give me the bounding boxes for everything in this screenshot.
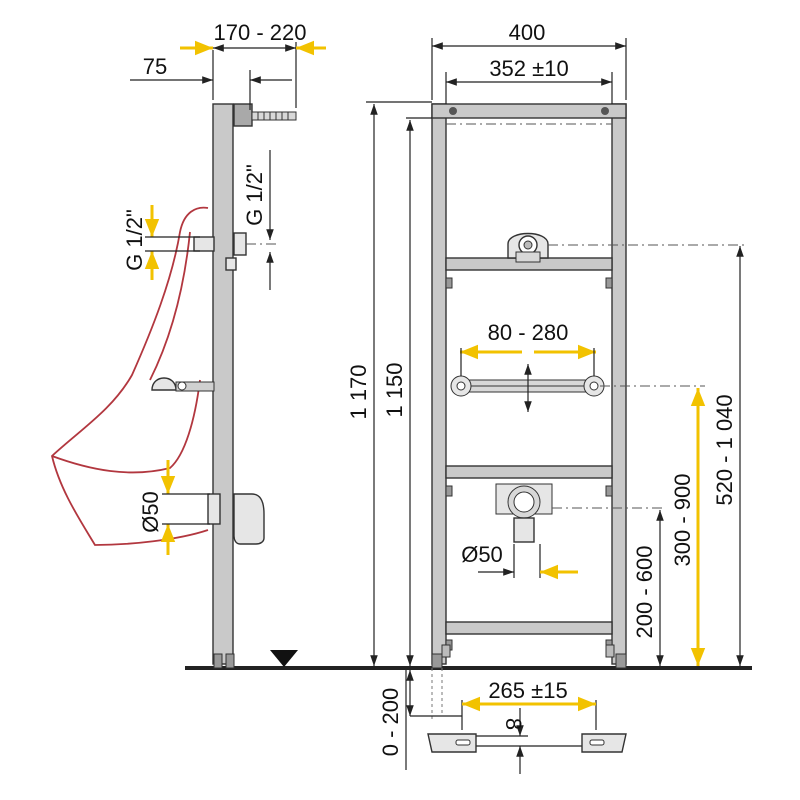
height-1170-label: 1 170	[346, 364, 371, 419]
foot-range-label: 0 - 200	[378, 688, 403, 757]
side-view: 170 - 220 75 G 1/2" G 1/2"	[51, 20, 326, 669]
height-520-1040-label: 520 - 1 040	[712, 394, 737, 505]
dimension-height-200-600: 200 - 600	[632, 509, 664, 666]
front-rail-bottom	[445, 621, 613, 635]
floor-level-marker-icon	[270, 650, 298, 667]
front-right-post	[611, 103, 627, 665]
foot-8-label: 8	[501, 718, 526, 730]
height-300-900-label: 300 - 900	[670, 474, 695, 567]
front-top-rail	[431, 103, 627, 119]
water-inlet-connector-icon	[193, 232, 280, 271]
dimension-75: 75	[130, 54, 292, 110]
side-foot	[225, 653, 235, 669]
dimension-height-1150: 1 150	[382, 117, 432, 666]
thread-top-label: G 1/2"	[242, 164, 267, 226]
urinal-outline	[51, 206, 209, 546]
dimension-thread-side: G 1/2"	[122, 205, 200, 280]
dimension-span-80-280: 80 - 280	[460, 320, 596, 412]
height-1150-label: 1 150	[382, 362, 407, 417]
outlet-side-label: Ø50	[138, 491, 163, 533]
floor-line	[185, 650, 752, 670]
front-rail-lower	[445, 465, 613, 479]
offset-75-label: 75	[143, 54, 167, 79]
foot-spacing-label: 265 ±15	[488, 678, 567, 703]
drain-outlet-front-icon	[495, 483, 665, 543]
dimension-thread-top: G 1/2"	[242, 150, 274, 290]
front-left-post	[431, 103, 447, 665]
side-foot	[213, 653, 223, 669]
flush-valve-icon	[151, 377, 215, 392]
dimension-height-1170: 1 170	[346, 101, 432, 666]
foot-plate-left-icon	[427, 733, 477, 753]
side-top-bracket	[233, 103, 253, 127]
dimension-depth-range: 170 - 220	[180, 20, 326, 108]
dimension-height-520-1040: 520 - 1 040	[712, 246, 744, 666]
drain-outlet-side-icon	[207, 493, 265, 545]
foot-plate-right-icon	[581, 733, 627, 753]
dimension-outlet-side: Ø50	[138, 460, 210, 555]
dimension-width-352: 352 ±10	[445, 56, 613, 104]
side-frame-post	[212, 103, 234, 665]
outlet-front-label: Ø50	[461, 542, 503, 567]
height-200-600-label: 200 - 600	[632, 546, 657, 639]
water-inlet-front-icon	[507, 232, 745, 263]
wall-anchor-bolt-icon	[251, 111, 297, 121]
dimension-outlet-front: Ø50	[461, 542, 578, 580]
foot-detail: 0 - 200 265 ±15 8	[378, 668, 627, 774]
width-352-label: 352 ±10	[489, 56, 568, 81]
thread-side-label: G 1/2"	[122, 209, 147, 271]
front-view: 400 352 ±10 1 170 1 150 80 - 280	[346, 20, 745, 669]
width-400-label: 400	[509, 20, 546, 45]
dimension-width-400: 400	[431, 20, 627, 100]
depth-range-label: 170 - 220	[214, 20, 307, 45]
dimension-height-300-900: 300 - 900	[600, 385, 706, 666]
span-80-280-label: 80 - 280	[488, 320, 569, 345]
